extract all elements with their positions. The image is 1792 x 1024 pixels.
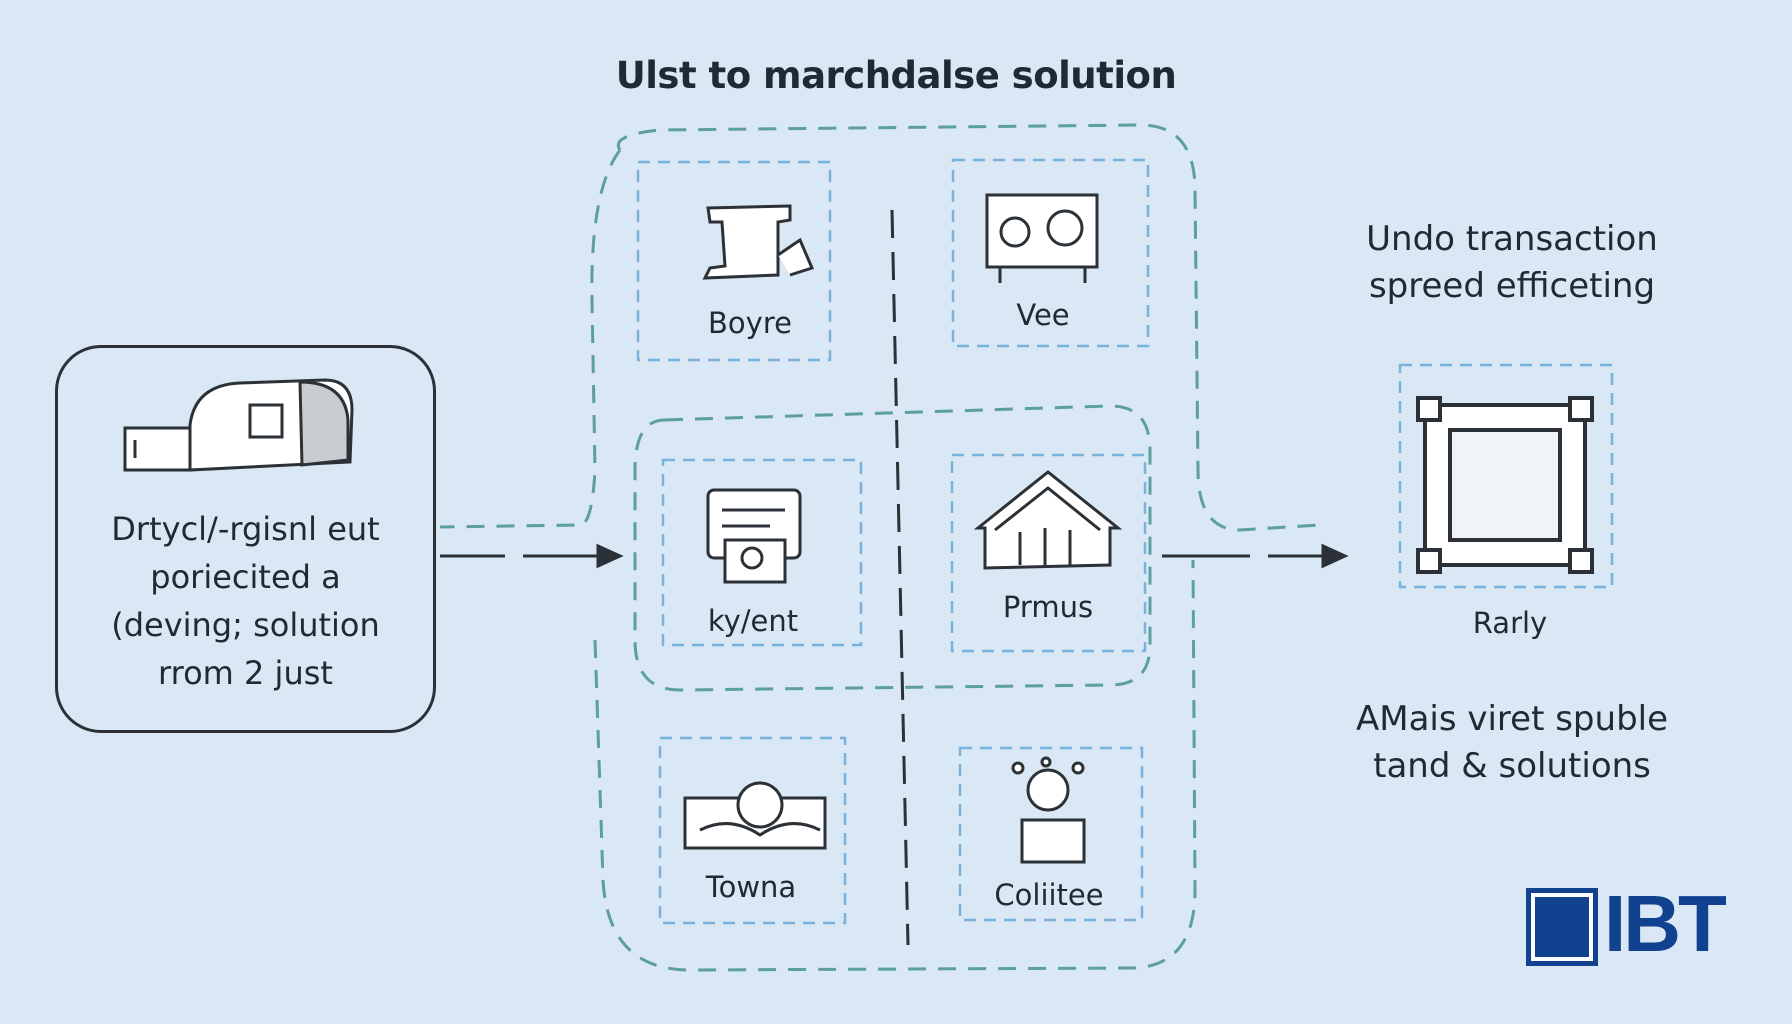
item-box — [661, 458, 863, 647]
right-bottom-text: AMais viret spuble tand & solutions — [1302, 696, 1722, 790]
machine-panel-icon — [985, 193, 1099, 283]
source-node-text: Drtycl/-rgisnl eut poriecited a (deving;… — [55, 505, 436, 697]
item-label-coliitee: Coliitee — [994, 878, 1104, 912]
frame-icon — [1416, 396, 1594, 574]
right-bottom-line: AMais viret spuble — [1355, 699, 1669, 739]
vertical-divider — [890, 209, 910, 946]
target-box — [1398, 363, 1614, 589]
item-label-vee: Vee — [1016, 298, 1070, 332]
item-box — [658, 736, 847, 925]
desk-person-icon — [683, 781, 827, 850]
inner-dashed-region — [633, 404, 1152, 692]
logo-text: IBT — [1604, 879, 1727, 968]
item-label-towna: Towna — [705, 870, 797, 904]
item-box — [636, 160, 832, 362]
doorway-icon — [702, 204, 815, 280]
right-bottom-line: tand & solutions — [1373, 746, 1651, 786]
logo-mark-icon — [1526, 888, 1598, 966]
right-top-line: spreed efficeting — [1368, 266, 1656, 306]
kiosk-machine-icon — [123, 378, 354, 472]
right-top-line: Undo transaction — [1366, 219, 1658, 259]
item-box — [950, 453, 1147, 653]
outer-dashed-region — [439, 123, 1321, 972]
source-line: Drtycl/-rgisnl eut — [111, 510, 380, 548]
item-box — [958, 746, 1144, 922]
right-top-text: Undo transaction spreed efficeting — [1302, 216, 1722, 310]
person-computer-icon — [1011, 756, 1086, 864]
item-label-boyre: Boyre — [708, 306, 792, 340]
item-box — [951, 158, 1150, 348]
source-line: (deving; solution — [111, 606, 380, 644]
item-label-kyent: ky/ent — [707, 604, 799, 638]
arrow-to-grid — [440, 543, 624, 569]
arrow-to-target — [1162, 543, 1349, 569]
card-reader-icon — [706, 488, 802, 584]
target-label: Rarly — [1472, 606, 1548, 640]
source-line: rrom 2 just — [158, 654, 333, 692]
source-line: poriecited a — [150, 558, 341, 596]
diagram-title: Ulst to marchdalse solution — [615, 54, 1177, 97]
house-icon — [973, 470, 1123, 570]
source-node — [55, 345, 436, 733]
item-label-prmus: Prmus — [1002, 590, 1094, 624]
